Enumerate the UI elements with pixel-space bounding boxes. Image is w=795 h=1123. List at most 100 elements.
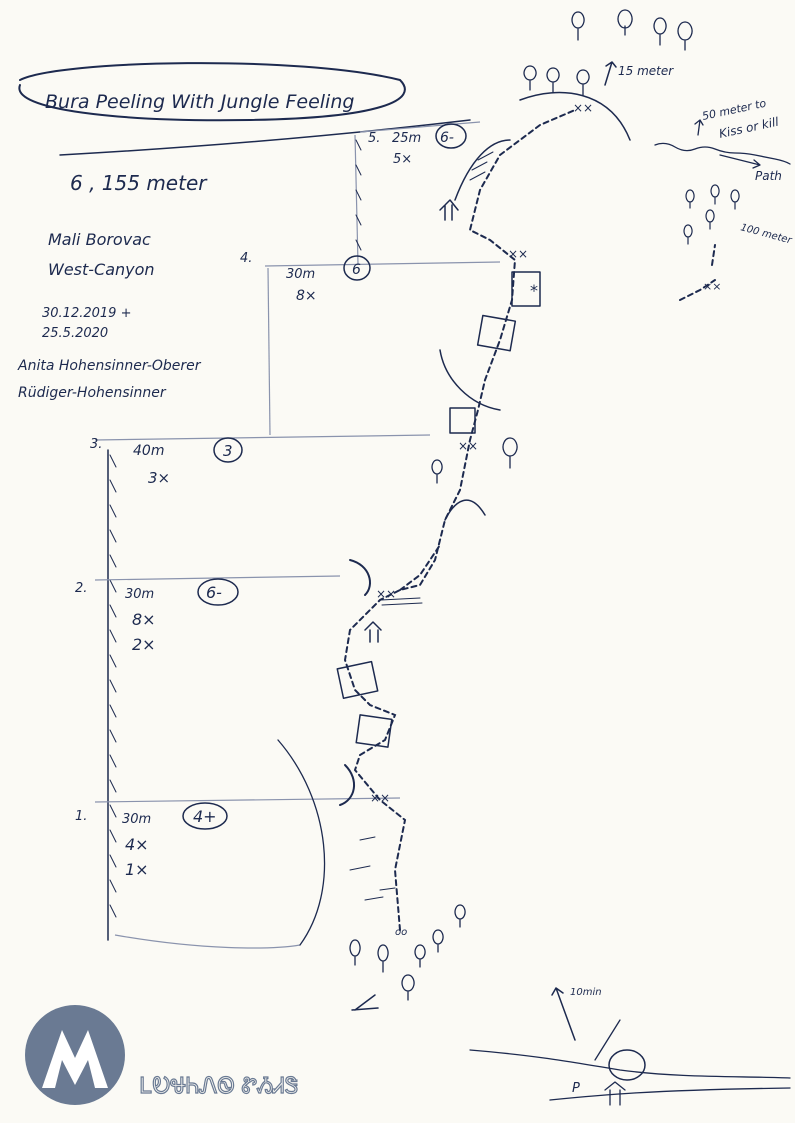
step-wall-4 bbox=[267, 267, 271, 436]
upper-dihedral bbox=[454, 139, 511, 201]
pitch-4-bolts: 8× bbox=[296, 288, 317, 304]
route-summary: 6 , 155 meter bbox=[70, 171, 208, 195]
hatch-ledge bbox=[379, 597, 423, 606]
belay-line-4 bbox=[264, 261, 501, 267]
belay-marker-1: ×× bbox=[370, 791, 390, 805]
route-dashed-branch bbox=[399, 544, 441, 591]
author-2: Rüdiger-Hohensinner bbox=[18, 385, 167, 401]
path-squiggle bbox=[654, 142, 791, 165]
mountain-icon bbox=[42, 1030, 108, 1088]
top-distance: 15 meter bbox=[618, 64, 674, 78]
belay-line-3 bbox=[94, 434, 431, 441]
road-line bbox=[469, 1049, 791, 1079]
brand-logo: ᏞᎧᏠᏂᏁᏫ ᏑᏱᏗᏕ bbox=[25, 1005, 299, 1105]
star-mark: * bbox=[530, 281, 538, 300]
pitch-4-number: 4. bbox=[240, 251, 252, 266]
belay-line-5 bbox=[359, 121, 481, 133]
descent-dashes bbox=[679, 244, 716, 301]
step-wall-5-hatch bbox=[355, 139, 362, 251]
belay-line-1 bbox=[94, 797, 401, 803]
block-3 bbox=[449, 407, 476, 434]
title-oval bbox=[18, 62, 406, 122]
summit-arc bbox=[519, 91, 631, 141]
pitch-1-number: 1. bbox=[75, 809, 87, 824]
approach-time: 10min bbox=[570, 987, 602, 998]
top-arrow bbox=[604, 61, 617, 86]
pitch-5-grade: 6- bbox=[440, 130, 454, 146]
approach-arrow bbox=[551, 987, 576, 1041]
arete-1 bbox=[444, 499, 486, 521]
approach-arrow-start bbox=[351, 994, 379, 1011]
pitch-3-grade: 3 bbox=[223, 442, 233, 460]
pitch-1-bolts: 4× bbox=[125, 835, 149, 854]
block-2 bbox=[336, 660, 379, 699]
descent-marker: ×× bbox=[703, 280, 721, 293]
parking-label: P bbox=[572, 1081, 580, 1096]
pitch-3-number: 3. bbox=[90, 437, 102, 452]
sector-name: West-Canyon bbox=[48, 260, 155, 279]
route-title: Bura Peeling With Jungle Feeling bbox=[45, 91, 354, 113]
pitch-5-grade-circle bbox=[435, 123, 467, 149]
pitch-1-extra: 1× bbox=[125, 860, 149, 879]
pitch-1-length: 30m bbox=[122, 812, 151, 827]
tree-group bbox=[349, 9, 693, 1001]
descent-distance: 100 meter bbox=[739, 222, 793, 246]
start-marker: oo bbox=[395, 927, 407, 938]
block-1 bbox=[355, 714, 393, 748]
belay-line-2 bbox=[94, 575, 341, 581]
pitch-3-length: 40m bbox=[133, 443, 164, 459]
pitch-2-length: 30m bbox=[125, 587, 154, 602]
trees bbox=[349, 9, 740, 1001]
pitch-3-bolts: 3× bbox=[148, 469, 170, 487]
roof-feature-2 bbox=[349, 559, 371, 596]
pitch-3-grade-circle bbox=[213, 437, 243, 463]
slab-curve bbox=[439, 349, 501, 411]
parking-circle bbox=[608, 1049, 646, 1081]
pitch-2-bolts: 8× bbox=[132, 610, 156, 629]
pitch-2-grade-circle bbox=[197, 578, 239, 606]
pitch-2-extra: 2× bbox=[132, 635, 156, 654]
path-label: Path bbox=[755, 169, 782, 183]
path-arrow bbox=[719, 154, 761, 169]
road-line-2 bbox=[549, 1087, 791, 1101]
pitch-ladder bbox=[94, 121, 501, 949]
pitch-5-number: 5. bbox=[368, 131, 380, 146]
pitch-2-grade: 6- bbox=[206, 583, 222, 602]
logo-circle bbox=[25, 1005, 125, 1105]
road-branch bbox=[594, 1019, 621, 1061]
logo-wordmark: ᏞᎧᏠᏂᏁᏫ ᏑᏱᏗᏕ bbox=[140, 1074, 298, 1099]
base-arc bbox=[114, 934, 301, 949]
pitch-5-length: 25m bbox=[392, 131, 421, 146]
bush-icon-1 bbox=[439, 199, 459, 221]
belay-marker-5: ×× bbox=[573, 101, 593, 115]
upper-dihedral-hatch bbox=[469, 151, 494, 181]
trees-descent bbox=[683, 184, 740, 245]
step-wall-5 bbox=[354, 134, 359, 265]
note-arrow bbox=[694, 119, 704, 136]
title-underline bbox=[59, 119, 471, 156]
title-block: Bura Peeling With Jungle Feeling 6 , 155… bbox=[17, 62, 471, 401]
belay-markers: ×× ×× ×× ×× ×× oo bbox=[370, 101, 593, 938]
approach: 10min P bbox=[351, 987, 791, 1106]
belay-marker-4: ×× bbox=[508, 247, 528, 261]
pitch-4-grade: 6 bbox=[352, 262, 361, 278]
belay-marker-2: ×× bbox=[376, 587, 396, 601]
route-line bbox=[343, 109, 576, 931]
bush-icon-2 bbox=[364, 621, 382, 643]
route-dashed-line bbox=[343, 109, 576, 931]
pitch-1-grade-circle bbox=[182, 802, 228, 830]
right-bulge bbox=[277, 739, 326, 946]
rock-features: * bbox=[336, 91, 631, 901]
pitch-4-grade-circle bbox=[343, 255, 371, 281]
second-date: 25.5.2020 bbox=[42, 326, 108, 341]
pitch-labels: 1. 30m 4+ 4× 1× 2. 30m 6- 8× 2× 3. 40m 3… bbox=[75, 123, 467, 879]
author-1: Anita Hohensinner-Oberer bbox=[17, 358, 202, 374]
pitch-5-bolts: 5× bbox=[393, 152, 412, 167]
hut-sketch bbox=[604, 1081, 626, 1106]
pitch-2-number: 2. bbox=[75, 581, 87, 596]
pitch-4-length: 30m bbox=[286, 267, 315, 282]
roof-feature-1 bbox=[339, 764, 355, 806]
left-wall-hatch bbox=[109, 454, 117, 918]
belay-marker-3: ×× bbox=[458, 439, 478, 453]
